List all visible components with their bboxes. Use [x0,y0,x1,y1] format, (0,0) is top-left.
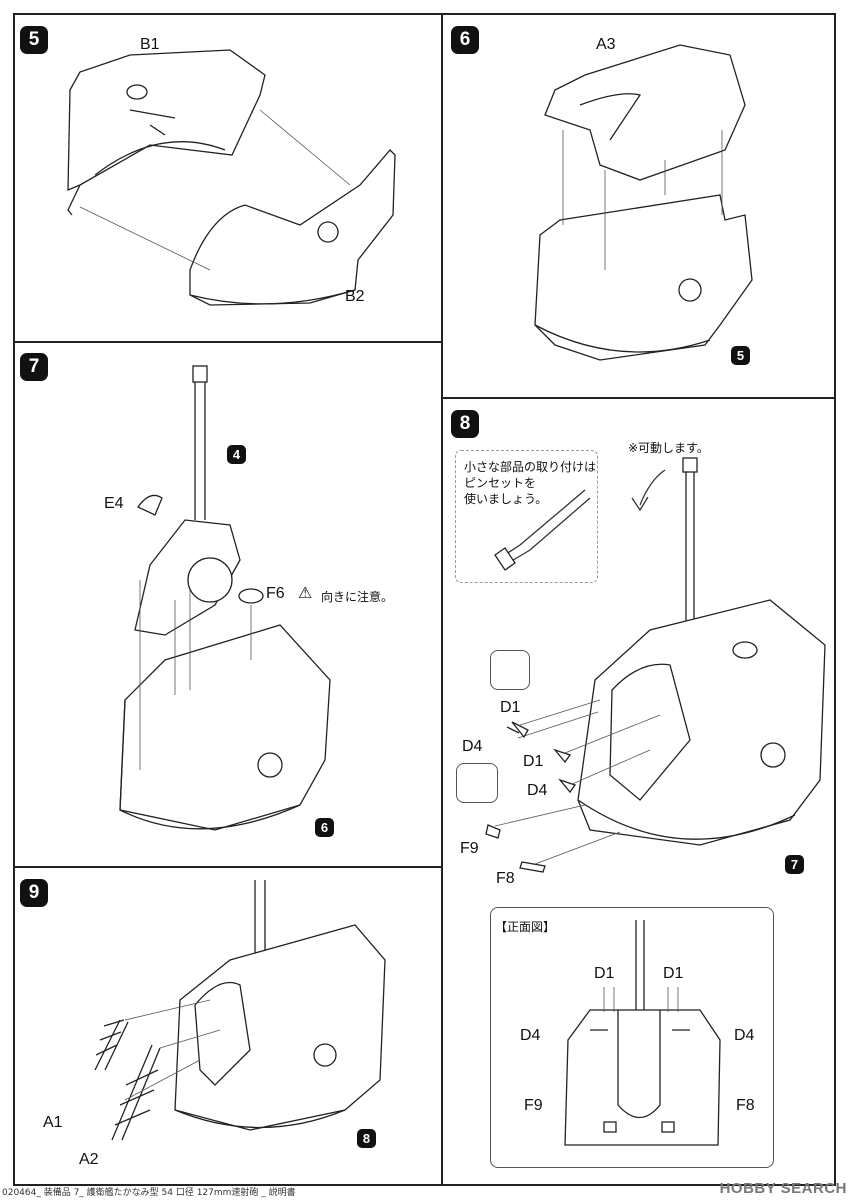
step-6-badge: 6 [451,26,479,54]
step-7-badge: 7 [20,353,48,381]
movable-note: ※可動します。 [628,441,709,455]
label-b2: B2 [345,288,365,305]
tip-line-1: 小さな部品の取り付けは [464,460,597,474]
step7-turret [119,624,331,831]
label-d1-a: D1 [500,699,521,716]
ref-step-5: 5 [731,346,750,365]
label-a3: A3 [596,36,616,53]
step6-part-a3 [544,44,746,181]
ref-step-8: 8 [357,1129,376,1148]
caution-text: 向きに注意。 [321,590,394,604]
label-a1: A1 [43,1114,63,1131]
fv-label-d1-left: D1 [594,965,615,982]
fv-label-f8: F8 [736,1097,755,1114]
watermark: HOBBY SEARCH [719,1180,847,1197]
fv-label-f9: F9 [524,1097,543,1114]
label-d4-a: D4 [462,738,483,755]
label-f8: F8 [496,870,515,887]
warning-icon: ⚠ [298,583,313,602]
label-f9: F9 [460,840,479,857]
step7-cradle [134,519,241,636]
tip-line-2: ピンセットを [464,476,537,490]
tip-box [455,450,598,583]
step-8-badge: 8 [451,410,479,438]
label-e4: E4 [104,495,124,512]
label-a2: A2 [79,1151,99,1168]
step9-turret [174,880,386,1131]
step7-barrel [192,365,208,520]
part-d4-callout [456,763,498,803]
ref-step-6: 6 [315,818,334,837]
step-9-badge: 9 [20,879,48,907]
front-view-title: 【正面図】 [495,920,556,934]
part-d1-callout [490,650,530,690]
ref-step-7: 7 [785,855,804,874]
divider-v2 [441,866,443,1186]
label-f6: F6 [266,585,285,602]
page-frame [13,13,836,1186]
step8-front-view-drawing [564,920,721,1146]
tip-line-3: 使いましょう。 [464,492,548,506]
front-view-box [490,907,774,1168]
label-d4-b: D4 [527,782,548,799]
divider-h3 [13,866,443,868]
fv-label-d4-right: D4 [734,1027,755,1044]
divider-v [441,13,443,868]
fv-label-d1-right: D1 [663,965,684,982]
step5-part-b1 [67,49,266,216]
label-b1: B1 [140,36,160,53]
step-5-badge: 5 [20,26,48,54]
fv-label-d4-left: D4 [520,1027,541,1044]
step6-assembly [534,194,753,361]
footer-text: 020464_ 装備品 7_ 護衛艦たかなみ型 54 口径 127mm速射砲 _… [2,1188,296,1198]
step8-turret [577,599,826,846]
step9-ladders [94,1019,161,1141]
label-d1-b: D1 [523,753,544,770]
step5-part-b2 [189,149,396,306]
divider-h2 [441,397,836,399]
divider-h1 [13,341,443,343]
ref-step-4: 4 [227,445,246,464]
